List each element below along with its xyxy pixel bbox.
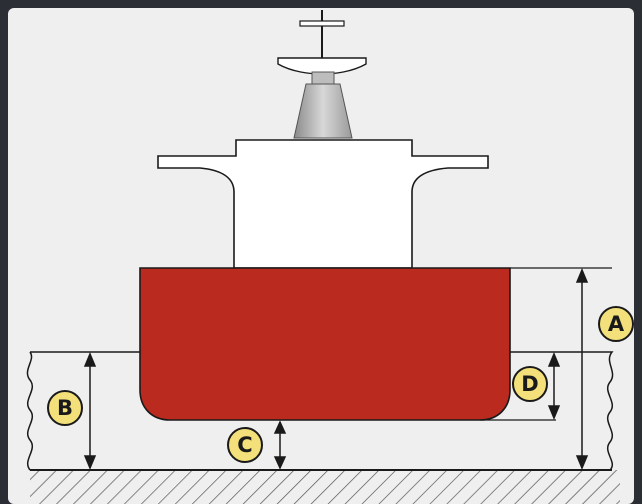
water-right-edge	[510, 351, 614, 471]
label-a-text: A	[608, 312, 625, 336]
dimension-d-arrow	[547, 352, 561, 420]
label-a-badge: A	[598, 306, 634, 342]
dimension-b-arrow	[83, 352, 97, 470]
mast-crossbar	[299, 20, 345, 27]
label-c-text: C	[237, 433, 252, 457]
mast-collar	[311, 71, 335, 85]
label-c-badge: C	[227, 427, 263, 463]
dimension-c-arrow	[273, 420, 287, 470]
water-left-edge	[26, 351, 140, 471]
seabed	[30, 470, 620, 504]
label-b-badge: B	[47, 390, 83, 426]
label-b-text: B	[57, 396, 73, 420]
ship-superstructure	[157, 139, 489, 269]
ship-hull	[139, 267, 511, 421]
label-d-badge: D	[512, 366, 548, 402]
dimension-a-arrow	[575, 268, 589, 470]
label-d-text: D	[521, 372, 538, 396]
